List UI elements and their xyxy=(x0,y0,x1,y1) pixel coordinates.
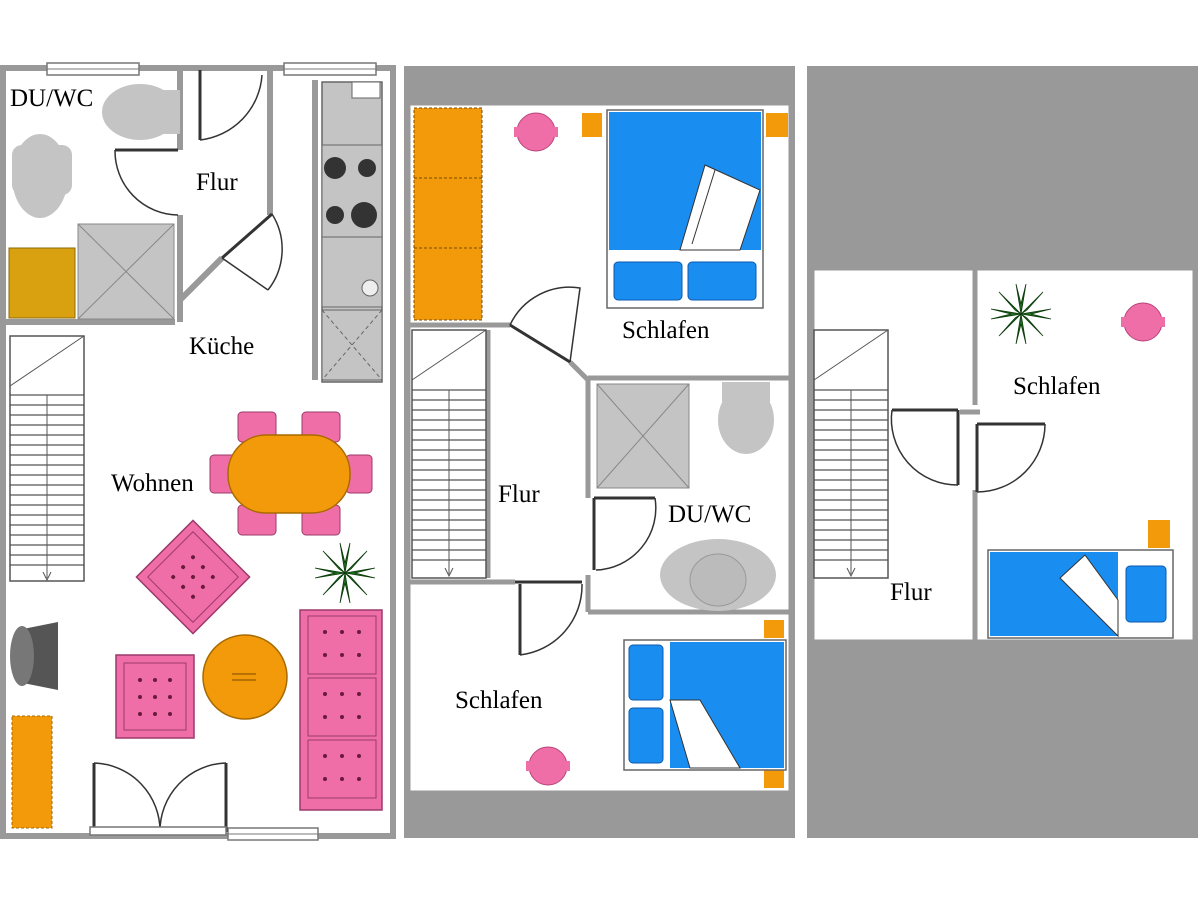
washer-icon xyxy=(8,247,76,319)
dining-table xyxy=(209,411,373,536)
sink-icon xyxy=(660,539,776,611)
room-label: Schlafen xyxy=(1013,373,1101,400)
sofa xyxy=(299,609,383,811)
first-floor-plan: Schlafen Flur DU/WC Schlafen xyxy=(404,66,795,838)
room-label: DU/WC xyxy=(668,501,751,528)
coffee-table xyxy=(202,634,288,720)
toilet-icon xyxy=(718,386,774,454)
bed-icon xyxy=(623,620,787,788)
attic-plan: Schlafen Flur xyxy=(807,66,1198,838)
bed-icon xyxy=(987,520,1174,639)
ground-floor-plan: DU/WC Flur Küche Wohnen xyxy=(0,62,396,841)
wardrobe xyxy=(413,107,483,321)
armchair xyxy=(115,654,195,739)
room-label: Küche xyxy=(189,333,254,360)
patio-door xyxy=(89,762,228,836)
room-label: Flur xyxy=(196,169,238,196)
sink-icon xyxy=(321,236,383,308)
room-label: Flur xyxy=(890,579,932,606)
room-label: Flur xyxy=(498,481,540,508)
toilet-icon xyxy=(102,84,178,140)
room-label: Schlafen xyxy=(455,687,543,714)
tv-icon xyxy=(10,622,58,690)
cabinet xyxy=(11,715,53,829)
armchair xyxy=(135,519,251,635)
bed-icon xyxy=(582,109,788,309)
room-label: Schlafen xyxy=(622,317,710,344)
room-label: Wohnen xyxy=(111,470,194,497)
room-label: DU/WC xyxy=(10,85,93,112)
